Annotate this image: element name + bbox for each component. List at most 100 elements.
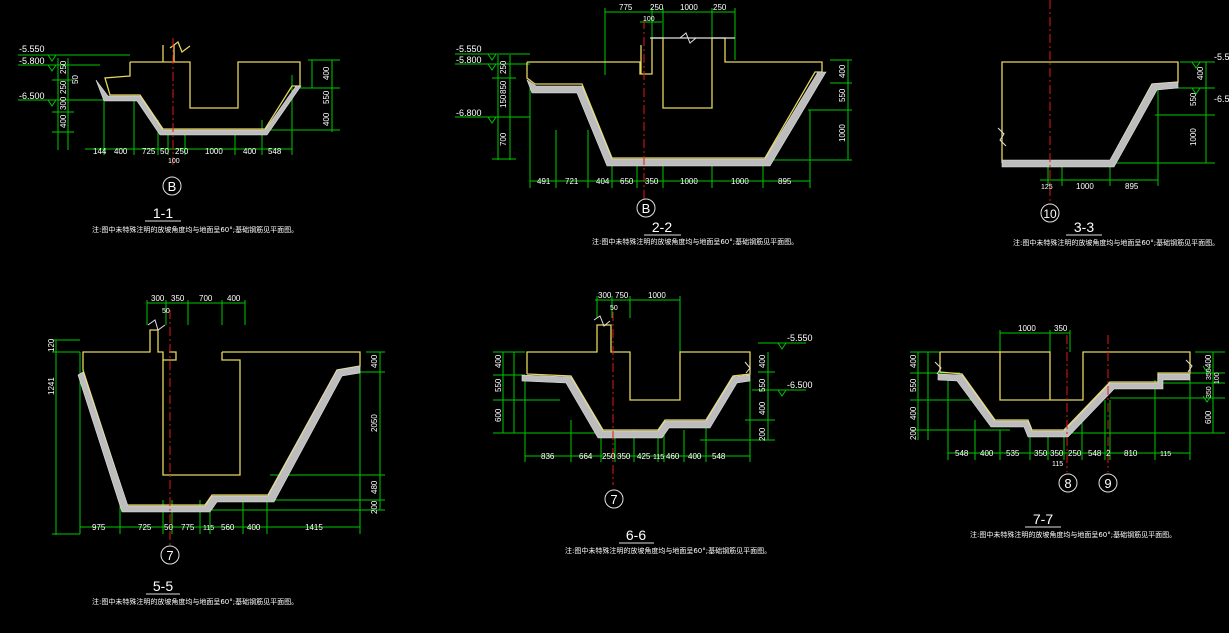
section-2-2-top-dim-4: 250 — [713, 3, 727, 12]
section-1-1-bottom-dim-6: 1000 — [205, 147, 223, 156]
section-6-6-bottom-dim-1: 836 — [541, 452, 555, 461]
section-7-7-bottom-dim-7: 548 — [1088, 449, 1102, 458]
section-1-1-left-dim-1: 250 — [59, 60, 68, 74]
section-6-6-right-dim-3: 400 — [758, 401, 767, 415]
section-1-1-elev-2: -5.800 — [19, 56, 45, 66]
section-5-5-note: 注:图中未特殊注明的放坡角度均与地面呈60°;基础钢筋见平面图。 — [92, 597, 298, 606]
section-6-6-top-dim-4: 50 — [610, 305, 618, 312]
section-7-7-bottom-dim-2: 400 — [980, 449, 994, 458]
section-6-6-elev-2: -6.500 — [787, 380, 813, 390]
section-2-2-elev-3: -6.800 — [456, 108, 482, 118]
section-2-2-grid-label: B — [642, 201, 651, 216]
section-7-7-elevation-markers — [1202, 365, 1212, 403]
section-3-3-note: 注:图中未特殊注明的放坡角度均与地面呈60°;基础钢筋见平面图。 — [1013, 238, 1219, 247]
section-6-6: 7 -5.550 -6.500 400 550 600 400 550 400 … — [493, 291, 813, 555]
section-1-1-left-dim-3: 250 — [59, 80, 68, 94]
section-7-7-title: 7-7 — [1033, 511, 1053, 527]
section-2-2-outline — [526, 37, 823, 159]
section-6-6-bottom-dim-8: 400 — [688, 452, 702, 461]
section-2-2-left-dim-2: 850 — [499, 80, 508, 94]
section-2-2-grid-bubble — [636, 198, 656, 218]
section-7-7-grid-label-9: 9 — [1104, 476, 1111, 491]
section-1-1-dimension-lines — [18, 54, 340, 155]
section-1-1-gravel-hatch — [95, 79, 302, 136]
section-5-5-top-dim-1: 300 — [151, 294, 165, 303]
section-3-3-bottom-dim-2: 1000 — [1076, 182, 1094, 191]
section-2-2-right-dim-2: 550 — [838, 88, 847, 102]
section-7-7-bottom-dim-9: 810 — [1124, 449, 1138, 458]
section-1-1-left-dim-2: 50 — [71, 75, 80, 84]
section-6-6-right-dim-1: 400 — [758, 354, 767, 368]
section-7-7-break-left — [934, 361, 942, 375]
section-6-6-bottom-dim-4: 350 — [617, 452, 631, 461]
section-1-1-bottom-dim-4: 50 — [160, 147, 169, 156]
section-6-6-right-break — [744, 361, 751, 374]
section-1-1-elevation-markers — [47, 54, 57, 107]
section-5-5-bottom-dim-6: 560 — [221, 523, 235, 532]
section-2-2-elev-1: -5.550 — [456, 44, 482, 54]
section-1-1-bottom-dim-1: 144 — [93, 147, 107, 156]
section-3-3-gravel-hatch — [1001, 81, 1179, 168]
section-3-3-elev-1: -5.5 — [1214, 52, 1229, 62]
section-3-3-bottom-dim-1: 125 — [1041, 184, 1053, 191]
section-5-5-right-dim-2: 2050 — [370, 414, 379, 432]
section-2-2-break-symbol — [679, 32, 697, 44]
section-6-6-gravel-hatch — [521, 374, 751, 439]
section-6-6-left-dim-3: 600 — [494, 408, 503, 422]
section-2-2-top-dim-2: 250 — [650, 3, 664, 12]
section-7-7-bottom-dim-11: 115 — [1052, 461, 1063, 468]
section-5-5-bottom-dim-3: 50 — [164, 523, 173, 532]
section-3-3-grid-label: 10 — [1043, 207, 1057, 221]
section-3-3-right-dim-3: 1000 — [1189, 128, 1198, 146]
section-6-6-left-dim-1: 400 — [494, 354, 503, 368]
section-2-2-elev-2: -5.800 — [456, 55, 482, 65]
section-5-5-gravel-hatch — [77, 365, 361, 513]
section-1-1-bottom-dim-3: 725 — [142, 147, 156, 156]
section-7-7-bottom-dim-6: 250 — [1068, 449, 1082, 458]
section-7-7-grid-label-8: 8 — [1064, 476, 1071, 491]
section-2-2: B -5.550 -5.800 -6.800 250 850 150 700 4… — [455, 3, 852, 246]
section-5-5-bottom-dim-1: 975 — [92, 523, 106, 532]
section-1-1-grid-bubble — [162, 176, 182, 196]
section-3-3-right-dim-2: 550 — [1189, 92, 1198, 106]
section-7-7-bottom-dim-3: 535 — [1006, 449, 1020, 458]
section-6-6-top-dim-2: 750 — [615, 291, 629, 300]
section-2-2-bottom-dim-6: 1000 — [680, 177, 698, 186]
section-1-1-bottom-dim-7: 400 — [243, 147, 257, 156]
section-1-1-extra-dim: 100 — [168, 158, 180, 165]
section-2-2-gravel-hatch — [526, 71, 827, 167]
section-7-7-outline — [939, 351, 1191, 431]
section-6-6-bottom-dim-3: 250 — [602, 452, 616, 461]
section-3-3-elevation-markers — [1191, 61, 1201, 95]
section-7-7-bottom-dim-8: 2 — [1106, 449, 1111, 458]
section-1-1-grid-label: B — [168, 179, 177, 194]
section-5-5-bottom-dim-7: 400 — [247, 523, 261, 532]
section-2-2-bottom-dim-5: 350 — [645, 177, 659, 186]
section-6-6-top-dim-3: 1000 — [648, 291, 666, 300]
section-2-2-elevation-markers — [487, 53, 497, 124]
section-1-1-bottom-dim-5: 250 — [175, 147, 189, 156]
section-2-2-top-dim-1: 775 — [619, 3, 633, 12]
section-1-1-left-dim-4: 300 — [59, 96, 68, 110]
section-6-6-left-dim-2: 550 — [494, 378, 503, 392]
section-2-2-bottom-dim-1: 491 — [537, 177, 551, 186]
section-6-6-top-dim-1: 300 — [598, 291, 612, 300]
section-6-6-grid-label: 7 — [610, 492, 617, 507]
section-5-5-right-dim-3: 480 — [370, 480, 379, 494]
section-5-5-top-dim-3: 700 — [199, 294, 213, 303]
section-7-7-left-dim-4: 200 — [909, 426, 918, 440]
section-2-2-right-dim-3: 1000 — [838, 124, 847, 142]
section-1-1-left-dim-5: 400 — [59, 114, 68, 128]
section-2-2-bottom-dim-7: 1000 — [731, 177, 749, 186]
section-7-7-bottom-dim-1: 548 — [955, 449, 969, 458]
section-5-5-bottom-dim-2: 725 — [138, 523, 152, 532]
section-1-1-elev-3: -6.500 — [19, 91, 45, 101]
section-3-3-break-symbol — [997, 127, 1007, 147]
section-2-2-left-dim-3: 150 — [499, 94, 508, 108]
section-2-2-bottom-dim-4: 650 — [620, 177, 634, 186]
section-7-7-right-dim-1: 400 — [1204, 354, 1213, 368]
section-5-5-top-dim-5: 50 — [162, 308, 170, 315]
section-7-7-grid-bubble-8 — [1058, 473, 1078, 493]
section-2-2-bottom-dim-2: 721 — [565, 177, 579, 186]
